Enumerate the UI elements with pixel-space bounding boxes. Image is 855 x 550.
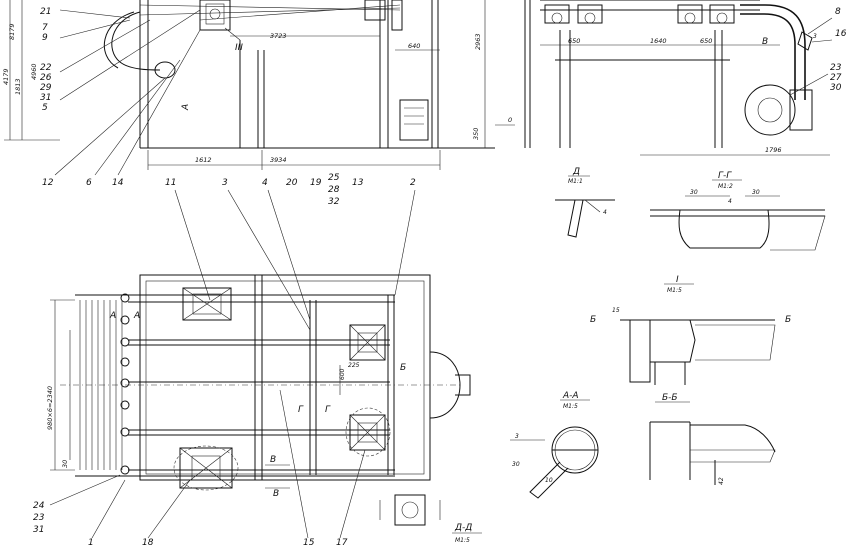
section-mark-G-plan-2: Г (325, 405, 331, 415)
dim-10-AA: 10 (545, 477, 553, 484)
callout-15: 15 (303, 538, 315, 548)
callout-1: 1 (88, 538, 94, 548)
section-mark-V-plan-2: В (273, 489, 279, 499)
dim-2963: 2963 (474, 33, 482, 50)
callout-III: III (235, 43, 243, 53)
callout-5: 5 (42, 103, 48, 113)
section-A-A: А-А М1:5 3 30 10 (510, 391, 599, 499)
view-scale-DD: М1:5 (455, 537, 470, 544)
section-mark-V-plan-1: В (270, 455, 276, 465)
dim-15-I: 15 (612, 307, 620, 314)
callout-13: 13 (352, 178, 364, 188)
callout-24: 24 (33, 501, 45, 511)
dim-30-left: 30 (61, 460, 69, 468)
dim-30-GG-b: 30 (752, 189, 760, 196)
dim-225: 225 (348, 362, 360, 369)
callout-23-r: 23 (830, 63, 842, 73)
section-mark-B-I-right: Б (785, 315, 791, 325)
dim-8179: 8179 (8, 23, 16, 40)
callout-14: 14 (112, 178, 124, 188)
dim-650-a: 650 (568, 37, 580, 45)
view-title-DD: Д-Д (454, 523, 472, 533)
level-0: 0 (508, 116, 512, 124)
section-mark-A-right: А (133, 311, 140, 321)
callout-31-b: 31 (33, 525, 44, 535)
view-title-D: Д (572, 167, 580, 177)
callout-25: 25 (328, 173, 340, 183)
section-mark-G-plan-1: Г (298, 405, 304, 415)
side-elevation-view: 650 1640 650 В 1796 0 3 (495, 0, 830, 156)
callout-21: 21 (40, 7, 51, 17)
dim-4-GG: 4 (728, 198, 732, 205)
callout-31: 31 (40, 93, 51, 103)
dim-3-AA: 3 (515, 433, 519, 440)
view-scale-I: М1:5 (667, 287, 682, 294)
callout-8: 8 (835, 7, 841, 17)
plan-view: 980×6=2340 30 А А Б В В Г Г 600 225 (46, 274, 471, 526)
callout-17: 17 (336, 538, 348, 548)
dim-42-BB: 42 (718, 477, 725, 485)
view-scale-AA: М1:5 (563, 403, 578, 410)
view-scale-D: М1:1 (568, 178, 583, 185)
callout-32: 32 (328, 197, 340, 207)
detail-D: Д М1:1 4 (555, 167, 615, 238)
dim-4960: 4960 (30, 63, 38, 80)
callout-6: 6 (86, 178, 92, 188)
callout-2: 2 (410, 178, 416, 188)
callout-19: 19 (310, 178, 322, 188)
section-G-G: Г-Г М1:2 30 30 4 (650, 171, 826, 251)
callout-12: 12 (42, 178, 54, 188)
callout-26: 26 (40, 73, 52, 83)
dim-3-nozzle: 3 (813, 33, 817, 40)
callout-27: 27 (830, 73, 842, 83)
dim-980x6-2340: 980×6=2340 (46, 386, 54, 430)
dim-4-D: 4 (603, 209, 607, 216)
dim-1813: 1813 (14, 78, 22, 95)
callout-3: 3 (222, 178, 228, 188)
callout-23: 23 (33, 513, 45, 523)
dim-1796: 1796 (765, 146, 782, 154)
callout-29: 29 (40, 83, 52, 93)
dim-A-side: А (181, 104, 191, 111)
dim-4179: 4179 (2, 68, 10, 85)
detail-I: I М1:5 Б Б 15 (590, 275, 791, 385)
view-title-AA: А-А (562, 391, 579, 401)
front-elevation-view: 4179 1813 8179 4960 (2, 0, 495, 176)
view-title-GG: Г-Г (718, 171, 732, 181)
callout-28: 28 (328, 185, 340, 195)
view-title-I: I (676, 275, 679, 285)
dim-1612: 1612 (195, 156, 212, 164)
dim-600: 600 (339, 368, 346, 380)
dim-30-GG-a: 30 (690, 189, 698, 196)
callout-7: 7 (42, 23, 48, 33)
dim-30-AA: 30 (512, 461, 520, 468)
callout-9: 9 (42, 33, 48, 43)
section-B-B: Б-Б 42 (649, 393, 776, 485)
callout-20: 20 (286, 178, 298, 188)
dim-650-b: 650 (700, 37, 712, 45)
dim-640: 640 (408, 42, 420, 50)
view-title-BB: Б-Б (662, 393, 678, 403)
dim-1640: 1640 (650, 37, 667, 45)
distribution-comb: 980×6=2340 30 (46, 293, 130, 477)
view-marker-V-top: В (762, 37, 768, 47)
callout-18: 18 (142, 538, 154, 548)
callout-16: 16 (835, 29, 847, 39)
section-mark-B-I-left: Б (590, 315, 596, 325)
section-mark-A-left: А (109, 311, 116, 321)
callout-30: 30 (830, 83, 842, 93)
callout-11: 11 (165, 178, 176, 188)
dim-3934: 3934 (270, 156, 287, 164)
section-mark-B-plan: Б (400, 363, 406, 373)
callout-4: 4 (262, 178, 268, 188)
view-scale-GG: М1:2 (718, 183, 733, 190)
callout-22: 22 (40, 63, 52, 73)
dim-350: 350 (472, 128, 480, 140)
